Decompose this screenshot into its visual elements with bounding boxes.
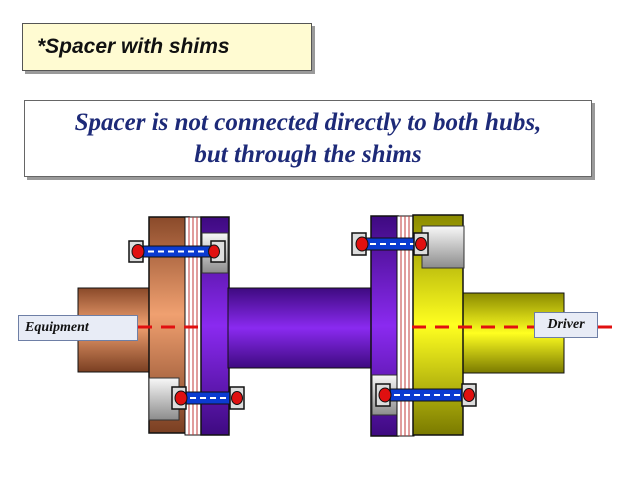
description-line-2: but through the shims <box>194 140 422 168</box>
bolt-bottom-left <box>171 386 245 410</box>
bolt-top-left <box>128 240 226 263</box>
driver-hub-bolt-slot-top <box>421 225 465 269</box>
page-title: *Spacer with shims <box>37 35 230 58</box>
spacer-body <box>227 287 375 369</box>
bolt-top-right <box>351 232 429 256</box>
description-line-1: Spacer is not connected directly to both… <box>74 109 542 137</box>
description-box: Spacer is not connected directly to both… <box>24 100 592 177</box>
equipment-label: Equipment <box>18 315 138 341</box>
title-box: *Spacer with shims <box>22 23 312 71</box>
driver-label: Driver <box>534 312 598 338</box>
bolt-bottom-right <box>375 383 477 407</box>
